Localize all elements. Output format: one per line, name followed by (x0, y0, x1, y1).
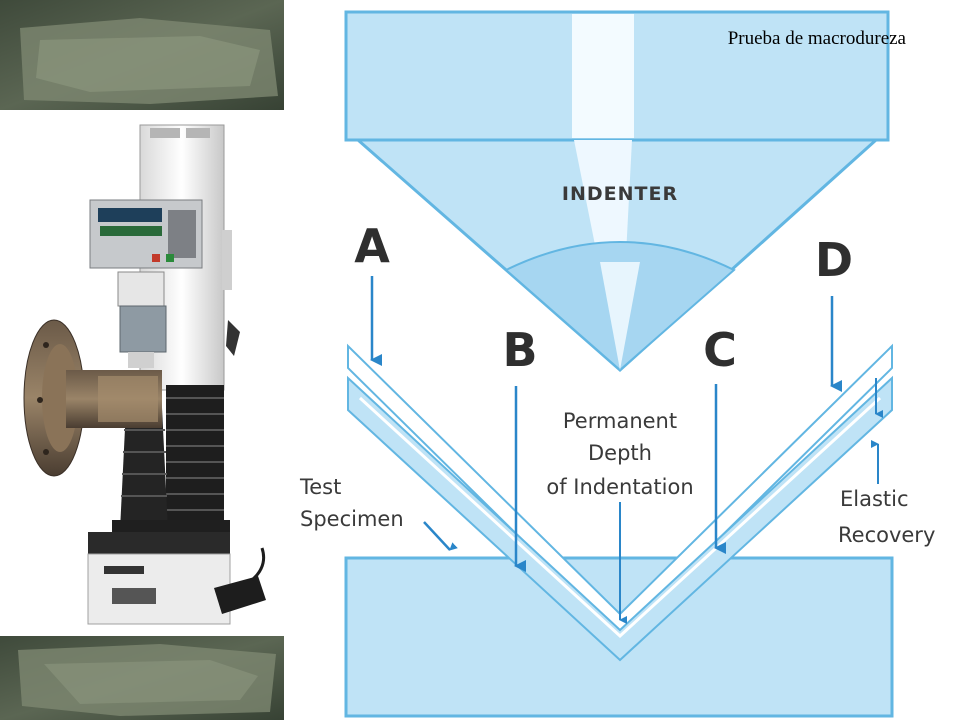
testing-machine (23, 124, 266, 625)
bottom-texture-band (0, 636, 284, 720)
top-texture-band (0, 0, 284, 110)
indentation-diagram-svg: INDENTER A B C D Permanent Depth of Inde… (299, 10, 935, 718)
stage-label-a: A (354, 219, 390, 273)
stage-label-c: C (703, 323, 737, 377)
hardness-tester-photo-panel (0, 0, 284, 720)
slide-title: Prueba de macrodureza (727, 28, 906, 49)
elastic-recovery-line-1: Elastic (840, 487, 909, 511)
permanent-depth-line-1: Permanent (563, 409, 677, 433)
permanent-depth-line-3: of Indentation (546, 475, 693, 499)
stage-label-d: D (815, 233, 853, 287)
workpiece-shaft (23, 319, 162, 477)
stage-label-b: B (502, 323, 537, 377)
indenter-label: INDENTER (562, 183, 678, 205)
hardness-tester-illustration (0, 0, 284, 720)
test-specimen-arrow (423, 521, 458, 551)
bellows (120, 385, 224, 530)
test-specimen-line-2: Specimen (300, 507, 404, 531)
elastic-recovery-line-2: Recovery (838, 523, 935, 547)
indenter (344, 10, 890, 373)
indentation-diagram: INDENTER A B C D Permanent Depth of Inde… (284, 0, 960, 720)
permanent-depth-line-2: Depth (588, 441, 652, 465)
test-specimen-line-1: Test (299, 475, 341, 499)
